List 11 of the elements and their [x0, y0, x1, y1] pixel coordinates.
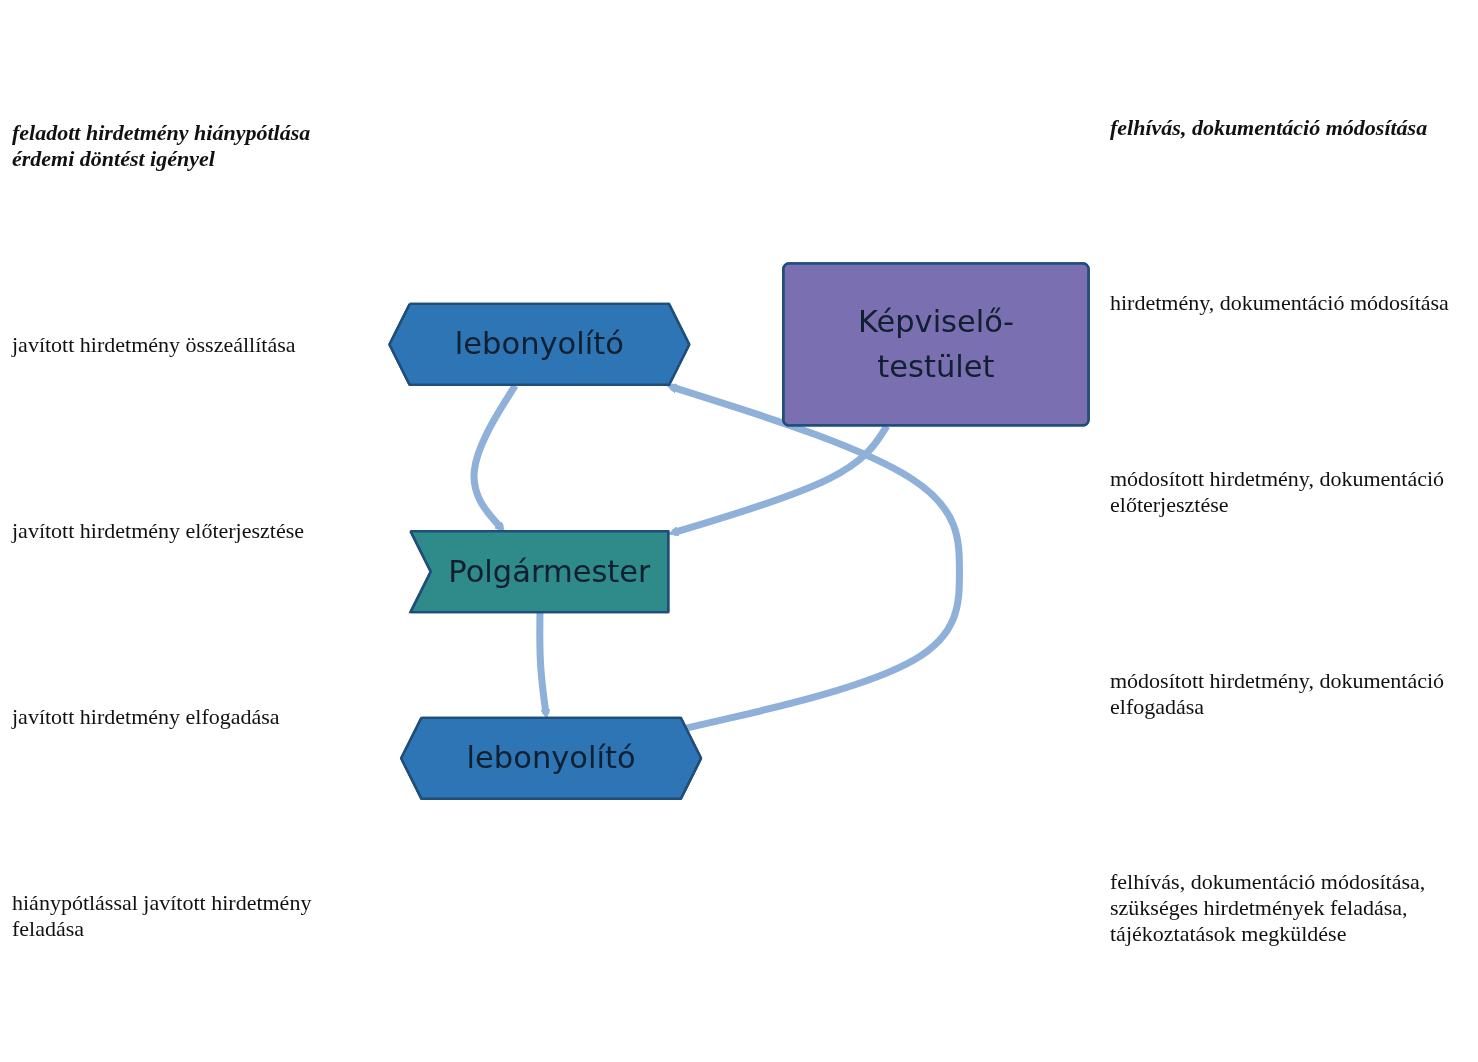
step-note: hirdetmény, dokumentáció módosítása [1110, 290, 1449, 317]
step-note: módosított hirdetmény, dokumentáció elfogadása [1110, 667, 1446, 720]
arrow [666, 383, 963, 732]
step-note: hiánypótlással javított hirdetmény feladása [12, 890, 313, 942]
heading-text: felhívás, dokumentáció módosítása [1110, 114, 1428, 141]
step-note: javított hirdetmény összeállítása [12, 332, 296, 358]
step-note: felhívás, dokumentáció módosítása, szükséges hirdetmények feladása, tájékoztatások megküldése [1110, 869, 1427, 948]
step-note: javított hirdetmény előterjesztése [12, 518, 304, 544]
step-note: javított hirdetmény elfogadása [12, 704, 280, 730]
step-note: módosított hirdetmény, dokumentáció előterjesztése [1110, 466, 1446, 518]
heading-text: feladott hirdetmény hiánypótlása érdemi döntést igényel [12, 120, 312, 172]
